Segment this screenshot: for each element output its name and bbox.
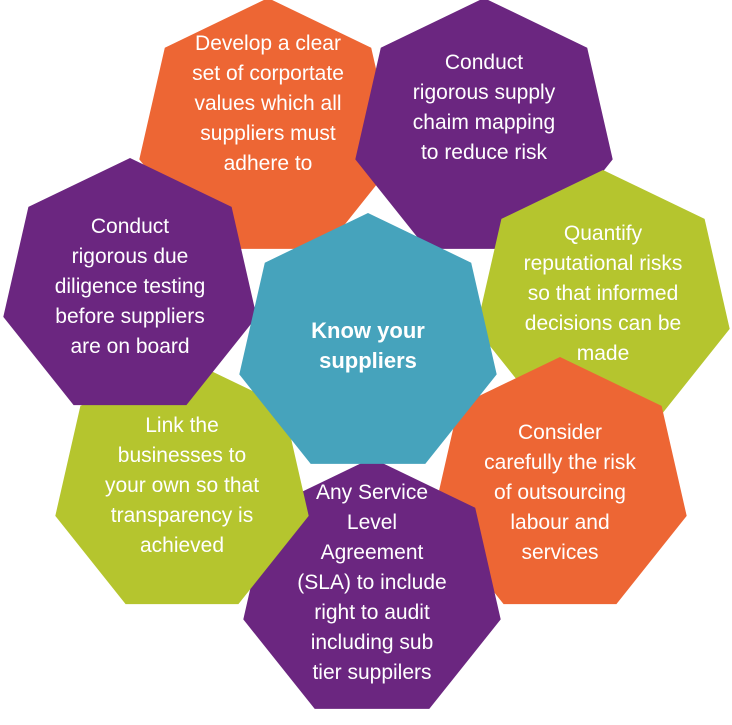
petal-supply-chain-mapping-line: to reduce risk (421, 141, 548, 164)
petal-reputational-risks-shape (476, 170, 730, 418)
center-layer: Know your suppliers (239, 213, 497, 464)
petal-sla-right-to-audit-line: (SLA) to include (297, 571, 446, 594)
center-hub-text: Know your suppliers (311, 318, 425, 373)
petal-supply-chain-mapping: Conduct rigorous supply chaim mapping to re… (355, 0, 613, 249)
petal-due-diligence-line: are on board (70, 335, 189, 358)
petal-outsourcing-risk-line: labour and (510, 511, 609, 534)
petal-link-businesses: Link the businesses to your own so that tra… (55, 357, 309, 605)
center-hub: Know your suppliers (239, 213, 497, 464)
petal-supply-chain-mapping-shape (355, 0, 613, 249)
petal-corporate-values-line: Develop a clear (195, 32, 341, 55)
petal-supply-chain-mapping-text: Conduct rigorous supply chaim mapping to re… (413, 51, 556, 164)
petal-sla-right-to-audit-line: tier suppilers (312, 661, 431, 684)
petal-link-businesses-line: Link the (145, 414, 219, 437)
petal-sla-right-to-audit-line: including sub (311, 631, 434, 654)
petal-outsourcing-risk-line: of outsourcing (494, 481, 626, 504)
petal-corporate-values-shape (139, 0, 397, 249)
petal-link-businesses-shape (55, 357, 309, 605)
petal-reputational-risks-line: so that informed (528, 282, 679, 305)
petal-due-diligence-line: diligence testing (55, 275, 206, 298)
petal-due-diligence-line: rigorous due (72, 245, 189, 268)
petal-sla-right-to-audit-line: Agreement (321, 541, 424, 564)
petal-corporate-values-line: adhere to (224, 152, 313, 175)
center-hub-line: suppliers (319, 348, 417, 373)
petal-outsourcing-risk: Consider carefully the risk of outsourcing… (433, 357, 687, 605)
petal-corporate-values-line: suppliers must (200, 122, 336, 145)
petal-link-businesses-line: transparency is (111, 504, 253, 527)
petal-link-businesses-line: achieved (140, 534, 224, 557)
petal-corporate-values: Develop a clear set of corportate values w… (139, 0, 397, 249)
petal-outsourcing-risk-shape (433, 357, 687, 605)
petal-due-diligence-text: Conduct rigorous due diligence testing befo… (55, 215, 206, 358)
petal-corporate-values-text: Develop a clear set of corportate values w… (192, 32, 344, 175)
petal-due-diligence: Conduct rigorous due diligence testing befo… (3, 158, 257, 406)
petal-layer: Develop a clear set of corportate values w… (3, 0, 730, 709)
petal-reputational-risks-line: Quantify (564, 222, 643, 245)
petal-link-businesses-text: Link the businesses to your own so that tra… (105, 414, 259, 557)
petal-sla-right-to-audit-line: right to audit (314, 601, 430, 624)
petal-reputational-risks: Quantify reputational risks so that inform… (476, 170, 730, 418)
petal-outsourcing-risk-line: Consider (518, 421, 602, 444)
petal-link-businesses-line: businesses to (118, 444, 246, 467)
petal-outsourcing-risk-line: services (521, 541, 598, 564)
petal-corporate-values-line: set of corportate (192, 62, 344, 85)
petal-sla-right-to-audit-shape (243, 458, 501, 709)
petal-corporate-values-line: values which all (194, 92, 341, 115)
center-hub-line: Know your (311, 318, 425, 343)
petal-supply-chain-mapping-line: rigorous supply (413, 81, 556, 104)
petal-link-businesses-line: your own so that (105, 474, 259, 497)
petal-due-diligence-line: before suppliers (55, 305, 204, 328)
petal-due-diligence-line: Conduct (91, 215, 169, 238)
petal-supply-chain-mapping-line: Conduct (445, 51, 523, 74)
petal-outsourcing-risk-text: Consider carefully the risk of outsourcing… (484, 421, 636, 564)
petal-reputational-risks-line: made (577, 342, 630, 365)
petal-reputational-risks-text: Quantify reputational risks so that inform… (524, 222, 683, 365)
center-hub-shape (239, 213, 497, 464)
petal-reputational-risks-line: decisions can be (525, 312, 681, 335)
petal-supply-chain-mapping-line: chaim mapping (413, 111, 555, 134)
petal-reputational-risks-line: reputational risks (524, 252, 683, 275)
petal-sla-right-to-audit-line: Any Service (316, 481, 428, 504)
petal-outsourcing-risk-line: carefully the risk (484, 451, 636, 474)
petal-due-diligence-shape (3, 158, 257, 406)
petal-sla-right-to-audit-line: Level (347, 511, 397, 534)
